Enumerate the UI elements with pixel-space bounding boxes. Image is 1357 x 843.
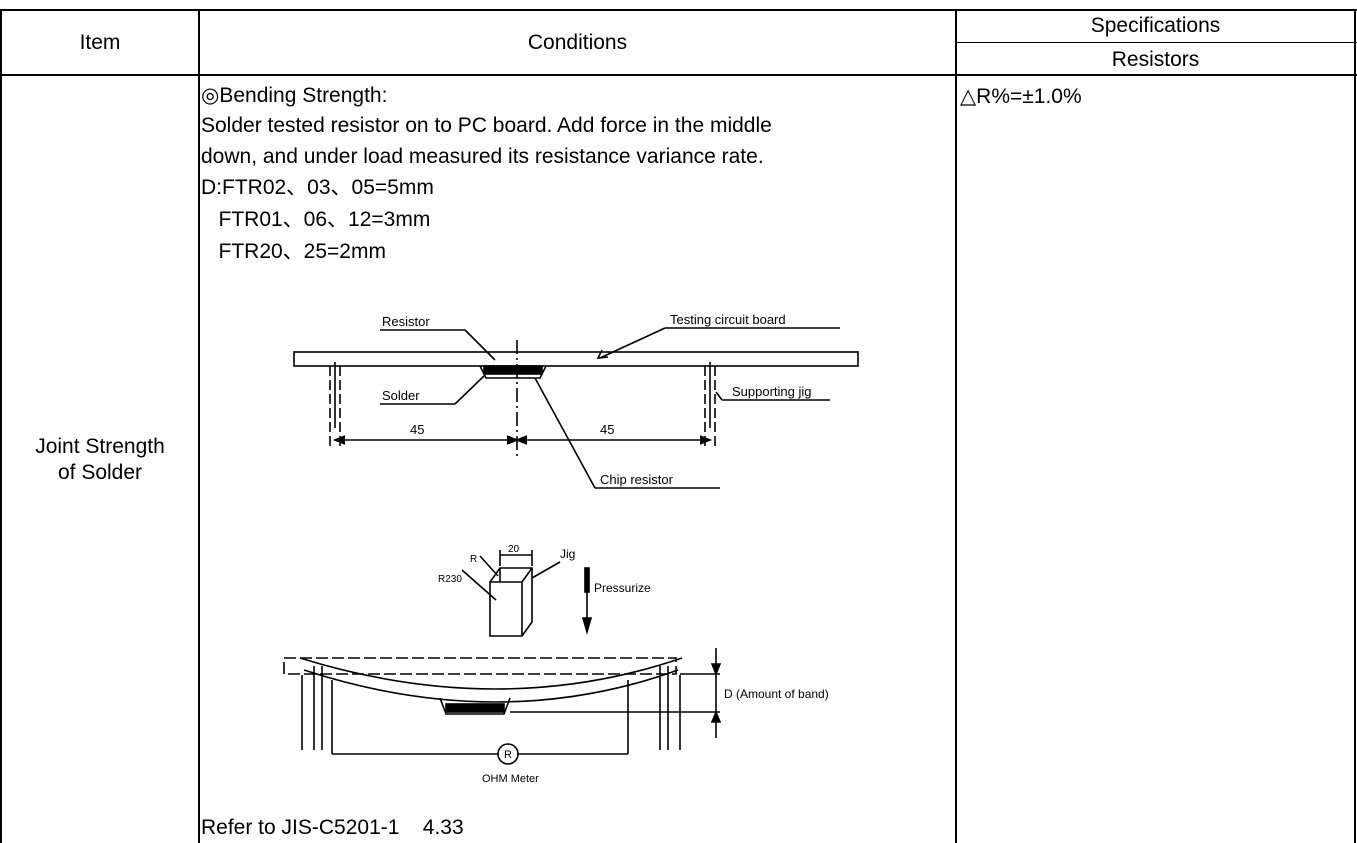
conditions-line-3: D:FTR02、03、05=5mm xyxy=(201,176,434,199)
ohm-meter-symbol xyxy=(497,743,519,765)
conditions-line-5: FTR20、25=2mm xyxy=(201,240,386,263)
spec-delta-r: △R%=±1.0% xyxy=(960,85,1082,108)
label-pressurize: Pressurize xyxy=(594,581,651,595)
header-item: Item xyxy=(79,31,121,54)
label-r230: R230 xyxy=(438,574,462,585)
label-amount-of-band: D (Amount of band) xyxy=(724,687,829,701)
spec-subheader-border xyxy=(957,42,1357,43)
label-meter-symbol: R xyxy=(504,749,512,761)
label-dim-right: 45 xyxy=(600,422,614,437)
label-testing-board: Testing circuit board xyxy=(670,312,786,327)
label-chip-resistor: Chip resistor xyxy=(600,472,674,487)
testing-board-shape xyxy=(293,351,859,367)
conditions-col-border xyxy=(955,9,957,843)
bending-test-diagram: Resistor Testing circuit board Solder Su… xyxy=(270,300,890,800)
chip-resistor-shape xyxy=(483,365,543,375)
conditions-reference: Refer to JIS-C5201-1 4.33 xyxy=(201,816,464,839)
item-joint-strength: Joint Strength xyxy=(35,435,165,458)
label-dim-20: 20 xyxy=(508,544,520,555)
conditions-line-4: FTR01、06、12=3mm xyxy=(201,208,431,231)
label-supporting-jig: Supporting jig xyxy=(732,384,812,399)
table-top-border xyxy=(0,9,1357,11)
header-bottom-border xyxy=(0,74,1357,76)
conditions-line-2: down, and under load measured its resist… xyxy=(201,145,764,168)
label-r: R xyxy=(470,554,477,565)
label-ohm-meter: OHM Meter xyxy=(482,773,539,785)
header-specifications: Specifications xyxy=(1090,14,1221,37)
header-conditions: Conditions xyxy=(527,31,628,54)
label-resistor: Resistor xyxy=(382,314,430,329)
item-of-solder: of Solder xyxy=(57,461,143,484)
conditions-line-1: Solder tested resistor on to PC board. A… xyxy=(201,114,772,137)
right-border xyxy=(1354,9,1356,843)
header-resistors: Resistors xyxy=(1111,48,1200,71)
conditions-title: ◎Bending Strength: xyxy=(201,84,388,107)
label-dim-left: 45 xyxy=(410,422,424,437)
left-border xyxy=(0,9,2,843)
label-solder: Solder xyxy=(382,388,420,403)
label-jig: Jig xyxy=(560,547,575,561)
item-col-border xyxy=(198,9,200,843)
